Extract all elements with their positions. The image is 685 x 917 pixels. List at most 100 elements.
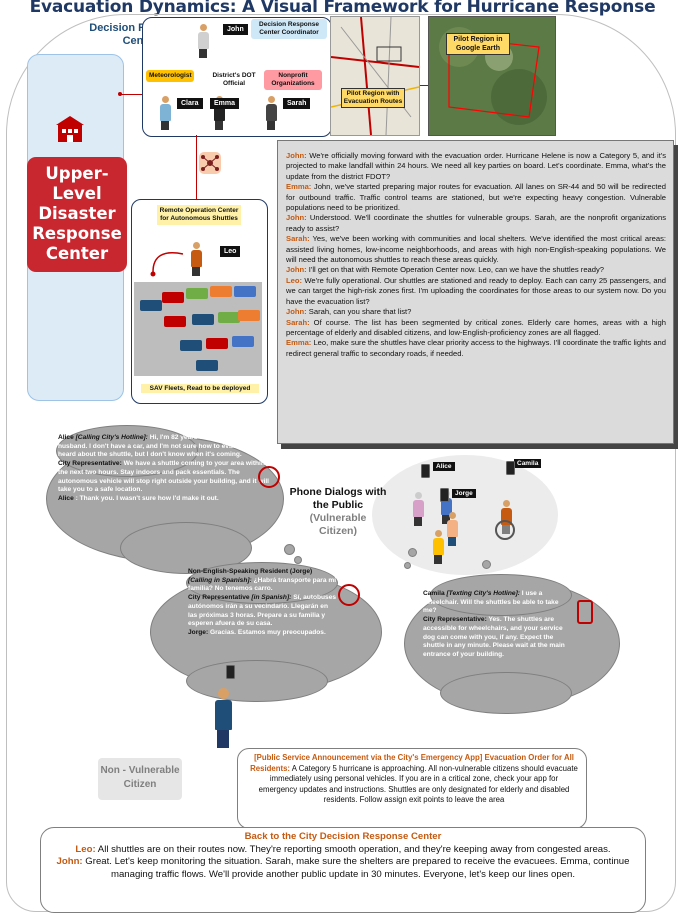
decision-center-box: John Decision Response Center Coordinato… <box>142 17 332 137</box>
dialog-text: Understood. We'll coordinate the shuttle… <box>286 213 666 233</box>
coordinator-role: Decision Response Center Coordinator <box>251 19 327 39</box>
jorge-call-text: Non-English-Speaking Resident (Jorge) [C… <box>188 568 338 638</box>
alice-rep-text: We have a shuttle coming to your area wi… <box>58 460 270 494</box>
back-to-center-box: Back to the City Decision Response Cente… <box>40 827 646 913</box>
back-leo-label: Leo: <box>75 843 96 855</box>
dialog-line: Emma: Leo, make sure the shuttles have c… <box>286 338 666 359</box>
alice-label: Alice <box>58 434 74 441</box>
citizen-figure <box>214 688 232 748</box>
dialog-line: Sarah: Yes, we've been working with comm… <box>286 234 666 265</box>
bus-icon <box>140 300 162 311</box>
remote-center-label: Remote Operation Center for Autonomous S… <box>157 205 241 225</box>
phone-icon <box>440 488 449 502</box>
dialog-speaker: John: <box>286 151 307 160</box>
dialog-speaker: Leo: <box>286 275 303 285</box>
jorge-tag: Jorge <box>452 489 476 498</box>
evacuation-routes-map <box>330 16 420 136</box>
bus-icon <box>192 314 214 325</box>
bus-icon <box>234 286 256 297</box>
dialog-line: John: I'll get on that with Remote Opera… <box>286 265 666 275</box>
non-vulnerable-line1: Non - Vulnerable <box>100 765 180 776</box>
dialog-text: We're fully operational. Our shuttles ar… <box>286 275 666 306</box>
bus-icon <box>232 336 254 347</box>
cloud-trail-dot <box>284 544 295 555</box>
connector-line <box>120 94 142 95</box>
phone-label-line1: Phone Dialogs with <box>289 486 387 498</box>
jorge-rep-text: Sí, autobuses autónomos irán a su vecind… <box>188 594 337 628</box>
pilot-google-label: Pilot Region in Google Earth <box>446 33 510 55</box>
dialog-text: Of course. The list has been segmented b… <box>286 317 666 337</box>
dialog-line: John: Understood. We'll coordinate the s… <box>286 213 666 234</box>
bus-icon <box>180 340 202 351</box>
back-john-text: Great. Let's keep monitoring the situati… <box>82 856 630 881</box>
alice-reply-text: : Thank you. I wasn't sure how I'd make … <box>73 494 219 502</box>
cloud-trail-dot <box>404 562 411 569</box>
upper-line1: Upper- <box>45 164 109 183</box>
phone-icon <box>506 461 515 475</box>
meteorologist-role: Meteorologist <box>146 70 194 82</box>
dialog-text: Yes, we've been working with communities… <box>286 234 666 265</box>
upper-line5: Center <box>45 244 109 263</box>
camila-cloud-lobe <box>440 672 572 714</box>
bus-icon <box>218 312 240 323</box>
dialog-text: John: We're officially moving forward wi… <box>286 151 666 359</box>
dialog-line: Leo: We're fully operational. Our shuttl… <box>286 276 666 307</box>
pilot-evac-label: Pilot Region with Evacuation Routes <box>341 88 405 108</box>
sarah-name: Sarah <box>283 98 311 109</box>
dialog-text: Sarah, can you share that list? <box>306 307 412 317</box>
cloud-trail-dot <box>294 556 302 564</box>
network-icon <box>199 152 221 174</box>
dialog-speaker: Emma: <box>286 182 312 192</box>
camila-rep-text: Yes. The shuttles are accessible for whe… <box>423 616 565 658</box>
jorge-rep-label: City Representative <box>188 594 250 602</box>
dialog-speaker: Sarah: <box>286 234 310 244</box>
jorge-cloud-lobe <box>186 562 338 604</box>
bus-icon <box>186 288 208 299</box>
upper-level-center: Upper- Level Disaster Response Center <box>27 157 127 272</box>
jorge-text: ¿Habrá transporte para mi familia? No te… <box>188 576 337 593</box>
arc-arrow-icon <box>145 248 185 278</box>
phone-dialogs-label: Phone Dialogs with the Public (Vulnerabl… <box>287 486 389 538</box>
page-title: Evacuation Dynamics: A Visual Framework … <box>29 0 656 17</box>
coordination-dialog: John: We're officially moving forward wi… <box>277 140 674 444</box>
child-figure <box>432 530 444 564</box>
phone-message-icon <box>577 600 593 624</box>
clara-name: Clara <box>177 98 203 109</box>
dialog-line: John: We're officially moving forward wi… <box>286 151 666 182</box>
citizens-illustration <box>372 455 558 575</box>
psa-text: [Public Service Announcement via the Cit… <box>250 753 578 806</box>
dialog-speaker: John: <box>286 213 307 223</box>
sav-label: SAV Fleets, Read to be deployed <box>141 384 259 393</box>
phone-label-line3: (Vulnerable <box>309 512 367 524</box>
bus-icon <box>162 292 184 303</box>
connector-line <box>196 135 197 199</box>
headset-icon <box>338 584 360 606</box>
dialog-speaker: John: <box>286 307 307 317</box>
clara-figure <box>159 96 171 130</box>
phone-label-line4: Citizen) <box>319 525 357 537</box>
headset-icon <box>258 466 280 488</box>
leo-name: Leo <box>220 246 241 257</box>
camila-rep-label: City Representative: <box>423 616 487 624</box>
alice-call-text: Alice [Calling City's Hotline]: Hi, I'm … <box>58 434 274 504</box>
jorge-header: [Calling in Spanish]: <box>188 576 252 584</box>
cloud-trail-dot <box>482 560 491 569</box>
wheelchair-icon <box>495 520 515 540</box>
jorge-cloud-lobe <box>186 660 328 702</box>
dialog-speaker: Emma: <box>286 338 312 348</box>
john-figure <box>197 24 209 58</box>
alice-reply-label: Alice <box>58 494 74 502</box>
alice-rep-label: City Representative: <box>58 460 122 468</box>
dialog-text: Leo, make sure the shuttles have clear p… <box>286 338 666 358</box>
upper-line4: Response <box>32 224 122 243</box>
alice-text: Hi, I'm 82 years old and live with my hu… <box>58 434 262 459</box>
cloud-trail-dot <box>408 548 417 557</box>
dialog-text: I'll get on that with Remote Operation C… <box>306 265 605 275</box>
jorge-rep-header: [in Spanish]: <box>251 594 292 602</box>
jorge-reply-label: Jorge: <box>188 628 209 636</box>
jorge-line1: Non-English-Speaking Resident (Jorge) <box>188 568 313 575</box>
upper-line3: Disaster <box>38 204 116 223</box>
dialog-speaker: Sarah: <box>286 317 310 327</box>
leo-figure <box>190 242 202 276</box>
alice-tag: Alice <box>433 462 455 471</box>
